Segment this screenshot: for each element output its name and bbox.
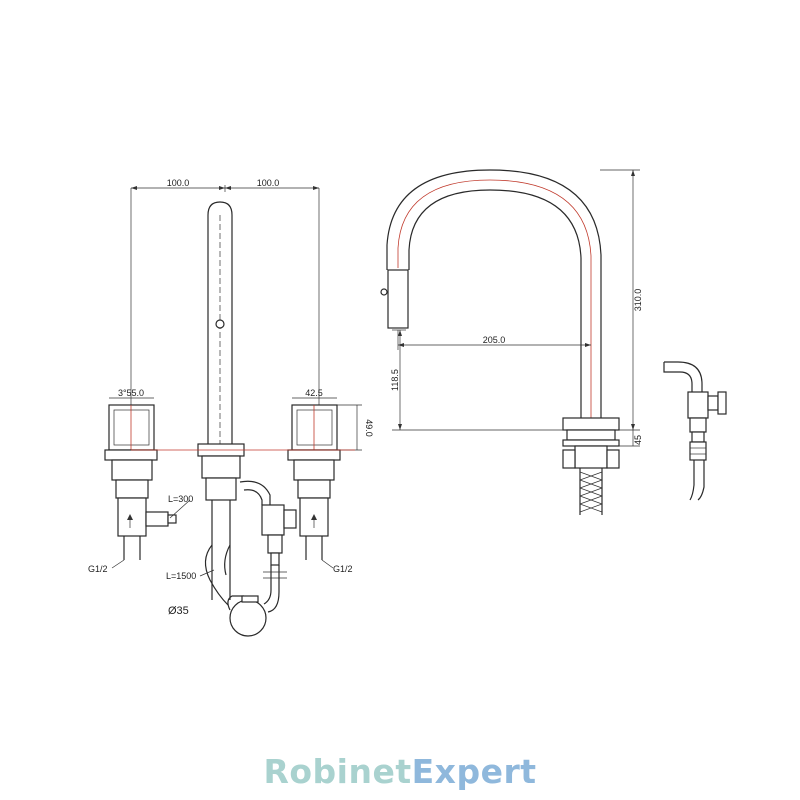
total-height-label: 310.0 — [633, 289, 643, 312]
total-height-dimension — [600, 169, 640, 431]
base-height-label: 45 — [633, 435, 643, 445]
spout-base — [562, 417, 620, 469]
outlet-height-dimension — [392, 329, 565, 431]
hose-connections — [239, 480, 297, 613]
thread-left-label: G1/2 — [88, 564, 108, 574]
reach-dimension — [397, 330, 591, 350]
right-handle — [287, 404, 341, 560]
gooseneck-spout — [380, 169, 602, 425]
brand-logo: RobinetExpert — [0, 752, 800, 791]
spacing-left-label: 100.0 — [167, 178, 190, 188]
handle-height-label: 49.0 — [364, 419, 374, 437]
front-view: 100.0 100.0 — [88, 178, 374, 637]
handle-left-width-label: 3°55.0 — [118, 388, 144, 398]
reach-label: 205.0 — [483, 335, 506, 345]
spout-front — [197, 201, 245, 600]
base-height-dimension — [619, 430, 640, 447]
hose-short-label: L=300 — [168, 494, 193, 504]
handle-height-dimension — [337, 404, 362, 451]
hose-loop-and-weight — [204, 544, 267, 637]
outlet-height-label: 118.5 — [390, 369, 400, 391]
brand-part-1: Robinet — [263, 752, 412, 791]
weight-diameter-label: Ø35 — [168, 605, 189, 617]
thread-right-label: G1/2 — [333, 564, 353, 574]
spacing-dimension — [130, 185, 320, 430]
left-handle — [104, 404, 177, 560]
valve-detail-view — [663, 361, 727, 501]
spacing-right-label: 100.0 — [257, 178, 280, 188]
handle-right-width-label: 42.5 — [305, 388, 323, 398]
hose-long-label: L=1500 — [166, 571, 196, 581]
braided-hose — [579, 468, 603, 515]
side-view: 205.0 118.5 310.0 45 — [380, 169, 643, 515]
brand-part-2: Expert — [411, 752, 537, 791]
